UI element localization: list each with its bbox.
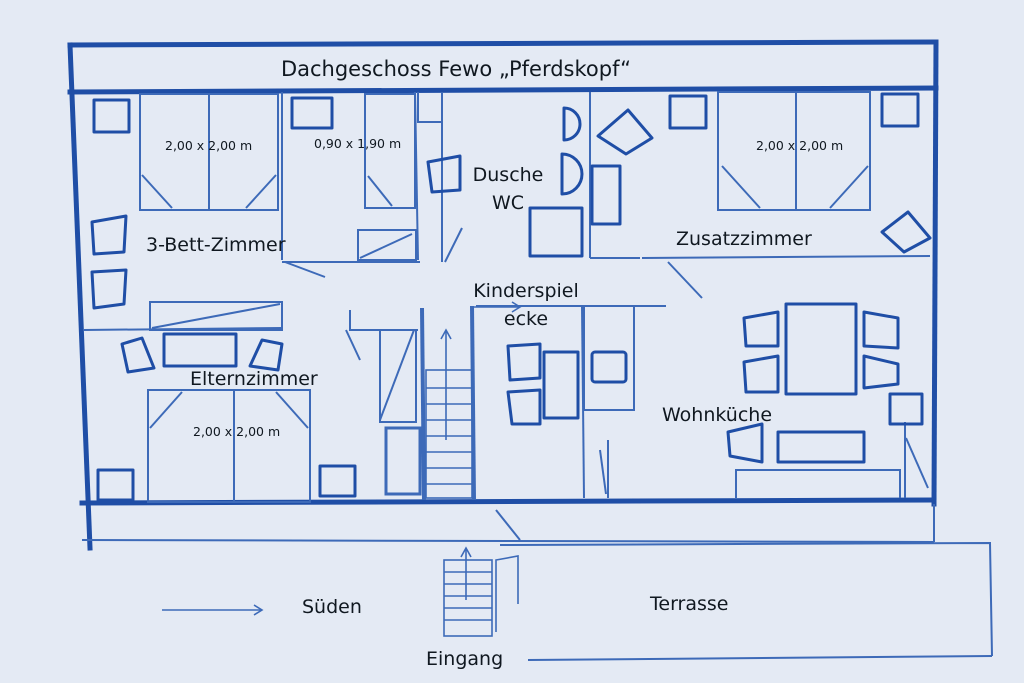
bed-2 xyxy=(357,93,417,261)
toilet-tank xyxy=(590,164,622,226)
bench xyxy=(162,332,238,368)
shower-tray xyxy=(528,206,584,258)
cabinet xyxy=(590,350,628,384)
bed-size-label: 0,90 x 1,90 m xyxy=(314,136,401,151)
label-sueden: Süden xyxy=(302,596,362,618)
room-label-wohnkueche: Wohnküche xyxy=(662,404,772,426)
stairs-entrance xyxy=(443,546,519,637)
bed-3 xyxy=(717,91,871,211)
room-label-ecke: ecke xyxy=(504,308,548,330)
sofa xyxy=(776,430,866,464)
room-label-zusatzzimmer: Zusatzzimmer xyxy=(676,228,812,250)
chair xyxy=(742,354,780,394)
room-label-wc: WC xyxy=(492,192,524,214)
chair xyxy=(248,338,284,372)
bed-size-label: 2,00 x 2,00 m xyxy=(193,424,280,439)
plan-title: Dachgeschoss Fewo „Pferdskopf“ xyxy=(281,57,631,81)
room-label-3-bett-zimmer: 3-Bett-Zimmer xyxy=(146,234,286,256)
south-arrow-icon xyxy=(162,604,264,616)
armchair xyxy=(726,422,764,464)
chair xyxy=(90,214,128,256)
table xyxy=(542,350,580,420)
chair xyxy=(880,210,932,254)
chair xyxy=(90,268,128,310)
chair xyxy=(426,154,462,194)
bed-4 xyxy=(147,389,311,503)
chair xyxy=(742,310,780,348)
label-terrasse: Terrasse xyxy=(649,593,729,615)
nightstand xyxy=(318,464,357,498)
chair xyxy=(506,342,542,382)
arrow-right-icon xyxy=(472,301,522,313)
chair xyxy=(120,336,156,374)
room-label-elternzimmer: Elternzimmer xyxy=(190,368,318,390)
nightstand xyxy=(92,98,131,134)
bed-1 xyxy=(139,93,279,211)
bench-left xyxy=(149,301,283,331)
washbasin xyxy=(560,152,584,196)
bed-size-label: 2,00 x 2,00 m xyxy=(756,138,843,153)
chair xyxy=(862,354,900,390)
room-label-dusche: Dusche xyxy=(473,164,544,186)
nightstand xyxy=(96,468,135,502)
toilet xyxy=(596,108,654,156)
nightstand xyxy=(290,96,334,130)
furniture xyxy=(90,92,932,502)
nightstand xyxy=(888,392,924,426)
dining-table xyxy=(784,302,858,396)
room-label-kinderspiel: Kinderspiel xyxy=(473,280,579,302)
nightstand xyxy=(668,94,708,130)
washbasin xyxy=(562,106,582,142)
bed-size-label: 2,00 x 2,00 m xyxy=(165,138,252,153)
nightstand xyxy=(880,92,920,128)
stairs-upper xyxy=(425,328,473,499)
label-eingang: Eingang xyxy=(426,648,503,670)
chair xyxy=(506,388,542,426)
chair xyxy=(862,310,900,350)
